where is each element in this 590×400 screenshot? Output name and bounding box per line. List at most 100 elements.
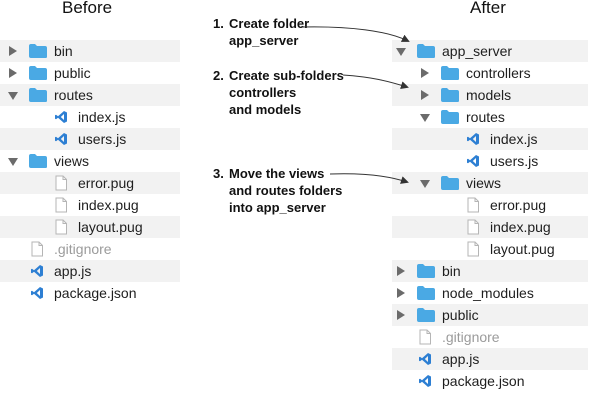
after-item-users-js[interactable]: users.js xyxy=(392,150,588,172)
before-item-label: views xyxy=(54,153,90,169)
file-icon xyxy=(55,219,67,235)
after-item-label: layout.pug xyxy=(490,241,555,257)
chevron-right-icon[interactable] xyxy=(9,46,17,56)
folder-icon xyxy=(441,88,459,102)
folder-icon xyxy=(417,286,435,300)
step-3-line: and routes folders xyxy=(229,183,343,198)
vscode-js-file-icon xyxy=(419,353,431,365)
chevron-right-icon[interactable] xyxy=(421,68,429,78)
vscode-js-file-icon xyxy=(55,111,67,123)
after-item-views[interactable]: views xyxy=(392,172,588,194)
after-item-label: node_modules xyxy=(442,285,534,301)
step-2-annotation: 2.Create sub-folders controllers and model… xyxy=(213,67,344,118)
folder-icon xyxy=(417,264,435,278)
after-item-label: users.js xyxy=(490,153,539,169)
chevron-right-icon[interactable] xyxy=(397,310,405,320)
before-item-label: package.json xyxy=(54,285,137,301)
step-1-number: 1. xyxy=(213,16,224,31)
before-item-label: error.pug xyxy=(78,175,135,191)
file-icon xyxy=(467,197,479,213)
folder-icon xyxy=(29,88,47,102)
after-item-index-pug[interactable]: index.pug xyxy=(392,216,588,238)
before-item-error-pug[interactable]: error.pug xyxy=(0,172,180,194)
folder-icon xyxy=(29,66,47,80)
before-item-gitignore[interactable]: .gitignore xyxy=(0,238,180,260)
file-icon xyxy=(419,329,431,345)
before-item-index-js[interactable]: index.js xyxy=(0,106,180,128)
step-3-arrow xyxy=(329,173,409,184)
after-item-label: public xyxy=(442,307,479,323)
before-item-app-js[interactable]: app.js xyxy=(0,260,180,282)
before-item-bin[interactable]: bin xyxy=(0,40,180,62)
after-item-layout-pug[interactable]: layout.pug xyxy=(392,238,588,260)
after-item-label: views xyxy=(466,175,502,191)
step-1-line: app_server xyxy=(229,33,299,48)
chevron-right-icon[interactable] xyxy=(397,288,405,298)
after-item-public[interactable]: public xyxy=(392,304,588,326)
folder-icon xyxy=(417,44,435,58)
vscode-json-file-icon xyxy=(419,375,431,387)
after-item-label: .gitignore xyxy=(442,329,500,345)
file-icon xyxy=(55,175,67,191)
before-item-users-js[interactable]: users.js xyxy=(0,128,180,150)
after-item-app-js[interactable]: app.js xyxy=(392,348,588,370)
before-item-views[interactable]: views xyxy=(0,150,180,172)
vscode-json-file-icon xyxy=(31,287,43,299)
chevron-down-icon[interactable] xyxy=(420,114,430,122)
chevron-down-icon[interactable] xyxy=(8,158,18,166)
after-item-index-js[interactable]: index.js xyxy=(392,128,588,150)
step-2-line: controllers xyxy=(229,85,297,100)
after-item-label: app_server xyxy=(442,43,513,59)
before-item-label: public xyxy=(54,65,91,81)
after-item-app-server[interactable]: app_server xyxy=(392,40,588,62)
vscode-js-file-icon xyxy=(467,133,479,145)
folder-icon xyxy=(29,154,47,168)
before-item-layout-pug[interactable]: layout.pug xyxy=(0,216,180,238)
after-item-controllers[interactable]: controllers xyxy=(392,62,588,84)
after-item-label: index.pug xyxy=(490,219,551,235)
chevron-right-icon[interactable] xyxy=(397,266,405,276)
after-item-label: index.js xyxy=(490,131,538,147)
after-item-error-pug[interactable]: error.pug xyxy=(392,194,588,216)
step-3-line: 3.Move the views xyxy=(213,166,325,181)
folder-icon xyxy=(441,110,459,124)
chevron-right-icon[interactable] xyxy=(9,68,17,78)
after-item-label: package.json xyxy=(442,373,525,389)
step-2-line: 2.Create sub-folders xyxy=(213,68,344,83)
before-item-public[interactable]: public xyxy=(0,62,180,84)
before-item-routes[interactable]: routes xyxy=(0,84,180,106)
folder-icon xyxy=(441,66,459,80)
folder-icon xyxy=(29,44,47,58)
vscode-js-file-icon xyxy=(467,155,479,167)
after-item-node-modules[interactable]: node_modules xyxy=(392,282,588,304)
after-item-label: routes xyxy=(466,109,505,125)
step-1-line: 1.Create folder xyxy=(213,16,310,31)
chevron-down-icon[interactable] xyxy=(420,180,430,188)
step-2-line: and models xyxy=(229,102,302,117)
after-item-routes[interactable]: routes xyxy=(392,106,588,128)
after-item-bin[interactable]: bin xyxy=(392,260,588,282)
step-2-number: 2. xyxy=(213,68,224,83)
chevron-down-icon[interactable] xyxy=(8,92,18,100)
after-item-label: controllers xyxy=(466,65,531,81)
file-icon xyxy=(55,197,67,213)
after-item-package-json[interactable]: package.json xyxy=(392,370,588,392)
vscode-js-file-icon xyxy=(31,265,43,277)
before-item-package-json[interactable]: package.json xyxy=(0,282,180,304)
before-item-label: index.pug xyxy=(78,197,139,213)
step-1-arrow xyxy=(301,26,410,42)
before-item-label: routes xyxy=(54,87,93,103)
after-item-models[interactable]: models xyxy=(392,84,588,106)
after-item-label: error.pug xyxy=(490,197,547,213)
after-heading: After xyxy=(470,0,506,17)
after-item-gitignore[interactable]: .gitignore xyxy=(392,326,588,348)
vscode-js-file-icon xyxy=(55,133,67,145)
folder-icon xyxy=(441,176,459,190)
before-item-label: .gitignore xyxy=(54,241,112,257)
after-item-label: app.js xyxy=(442,351,480,367)
chevron-down-icon[interactable] xyxy=(396,48,406,56)
before-item-index-pug[interactable]: index.pug xyxy=(0,194,180,216)
chevron-right-icon[interactable] xyxy=(421,90,429,100)
